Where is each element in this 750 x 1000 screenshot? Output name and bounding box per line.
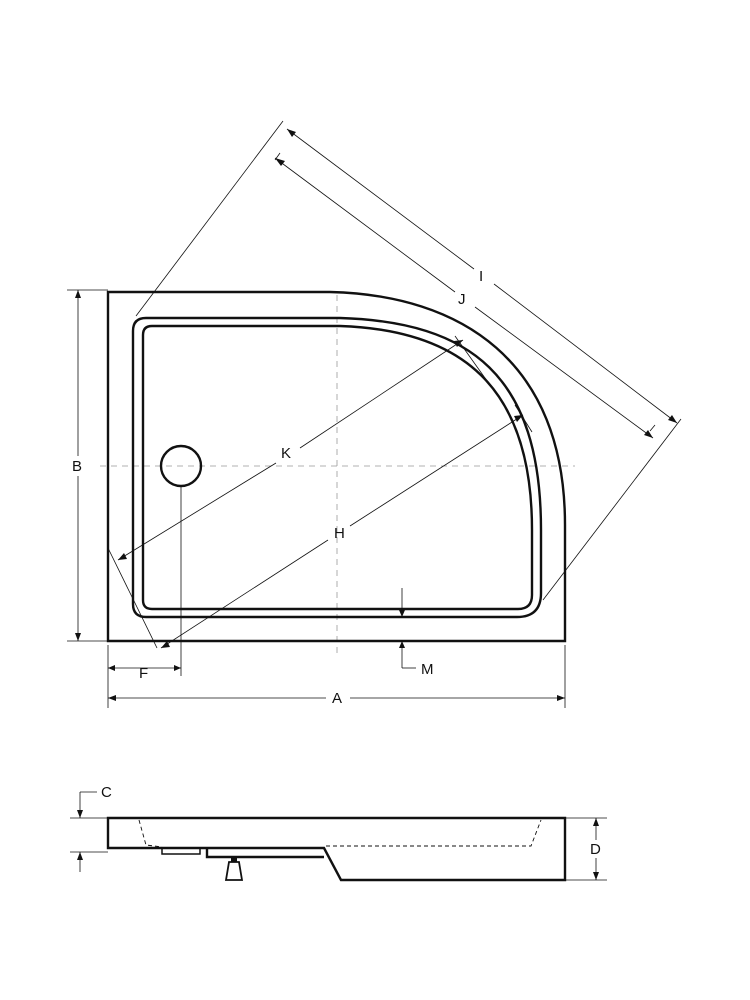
basin-profile bbox=[138, 819, 163, 848]
label-k: K bbox=[281, 445, 291, 462]
label-f: F bbox=[139, 665, 148, 682]
dimension-d: D bbox=[565, 817, 607, 881]
dimension-i: I bbox=[135, 120, 682, 601]
section-outline bbox=[106, 816, 567, 882]
tray-outer-outline bbox=[106, 290, 567, 643]
label-j: J bbox=[458, 291, 466, 308]
dimension-c: C bbox=[70, 784, 112, 872]
label-c: C bbox=[101, 784, 112, 801]
dimension-k: K bbox=[107, 335, 491, 649]
drain-pipe bbox=[161, 847, 201, 855]
basin-profile-right bbox=[326, 819, 542, 847]
dimension-f: F bbox=[108, 665, 181, 682]
label-m: M bbox=[421, 661, 434, 678]
label-a: A bbox=[332, 690, 342, 707]
tray-basin-outline bbox=[141, 324, 534, 611]
dimension-h: H bbox=[160, 404, 533, 649]
dimension-j: J bbox=[274, 152, 656, 439]
adjustable-foot bbox=[224, 857, 244, 881]
dimension-a: A bbox=[107, 645, 566, 708]
label-h: H bbox=[334, 525, 345, 542]
label-b: B bbox=[72, 458, 82, 475]
plan-view: B A F M bbox=[67, 120, 682, 708]
label-d: D bbox=[590, 841, 601, 858]
dimension-m: M bbox=[399, 588, 434, 678]
section-view: C D bbox=[70, 784, 607, 882]
label-i: I bbox=[479, 268, 483, 285]
dimension-b: B bbox=[67, 289, 108, 642]
drain-fitting bbox=[205, 848, 324, 859]
